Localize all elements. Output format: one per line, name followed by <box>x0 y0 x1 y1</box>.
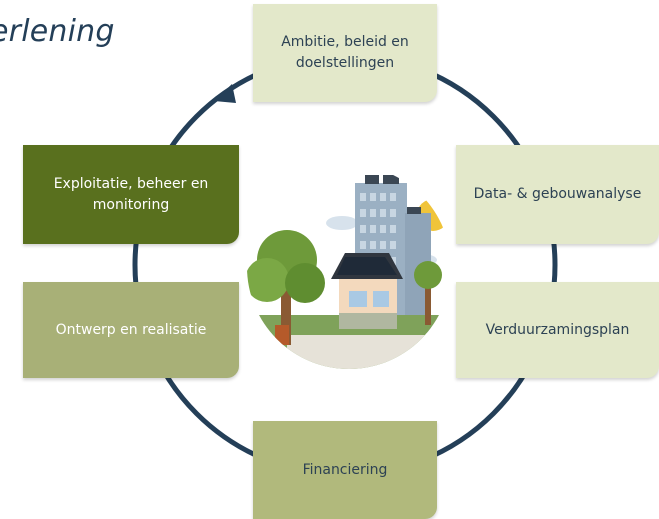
step-verduurzamingsplan: Verduurzamingsplan <box>456 282 659 378</box>
step-financiering-label: Financiering <box>302 461 388 478</box>
step-exploitatie-label: Exploitatie, beheer en monitoring <box>53 175 209 213</box>
step-ambitie-label: Ambitie, beleid en doelstellingen <box>281 34 409 71</box>
step-data-analyse-label: Data- & gebouwanalyse <box>473 186 642 202</box>
cycle-arrow-icon <box>214 84 236 103</box>
step-ambitie: Ambitie, beleid en doelstellingen <box>253 4 437 102</box>
step-data-analyse: Data- & gebouwanalyse <box>456 145 659 244</box>
step-financiering: Financiering <box>253 421 437 519</box>
step-ontwerp-realisatie-label: Ontwerp en realisatie <box>55 321 207 338</box>
step-verduurzamingsplan-label: Verduurzamingsplan <box>485 321 630 338</box>
building-illustration <box>247 165 451 369</box>
page-title: erlening <box>0 14 115 49</box>
step-exploitatie: Exploitatie, beheer en monitoring <box>23 145 239 244</box>
step-ontwerp-realisatie: Ontwerp en realisatie <box>23 282 239 378</box>
